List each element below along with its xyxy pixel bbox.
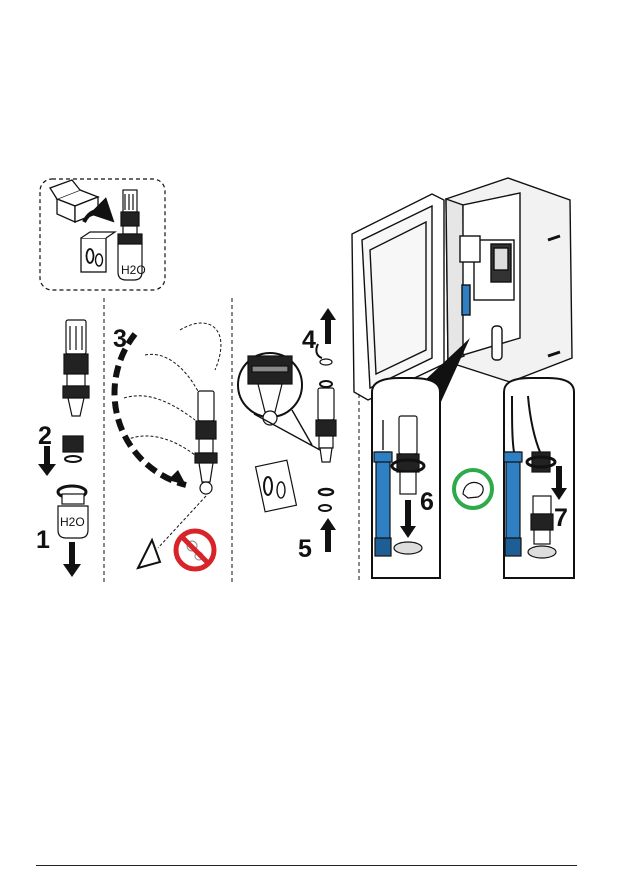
step-number-3: 3 xyxy=(113,325,127,353)
step-number-1: 1 xyxy=(36,526,50,554)
h2o-cap-label: H2O xyxy=(60,515,85,529)
oring-packet-icon xyxy=(81,232,115,272)
step-number-6: 6 xyxy=(420,488,434,516)
panel-step-7 xyxy=(504,378,574,578)
h2o-bottle-label: H2O xyxy=(121,263,146,277)
oring-packet-icon xyxy=(256,460,297,512)
panel-steps-4-5 xyxy=(238,344,336,512)
panel-step-3 xyxy=(114,323,220,569)
step-number-4: 4 xyxy=(302,326,316,354)
hand-tighten-icon xyxy=(454,470,492,508)
step-number-7: 7 xyxy=(554,504,568,532)
no-bubbles-icon xyxy=(176,531,214,569)
angle-icon xyxy=(138,540,160,568)
footer-rule xyxy=(36,865,577,866)
analyzer-enclosure-icon xyxy=(352,178,572,400)
step-number-2: 2 xyxy=(38,422,52,450)
panel-steps-1-2 xyxy=(58,320,89,538)
step-number-5: 5 xyxy=(298,535,312,563)
unpack-panel: H2O xyxy=(40,179,165,290)
panel-step-6 xyxy=(372,378,440,578)
